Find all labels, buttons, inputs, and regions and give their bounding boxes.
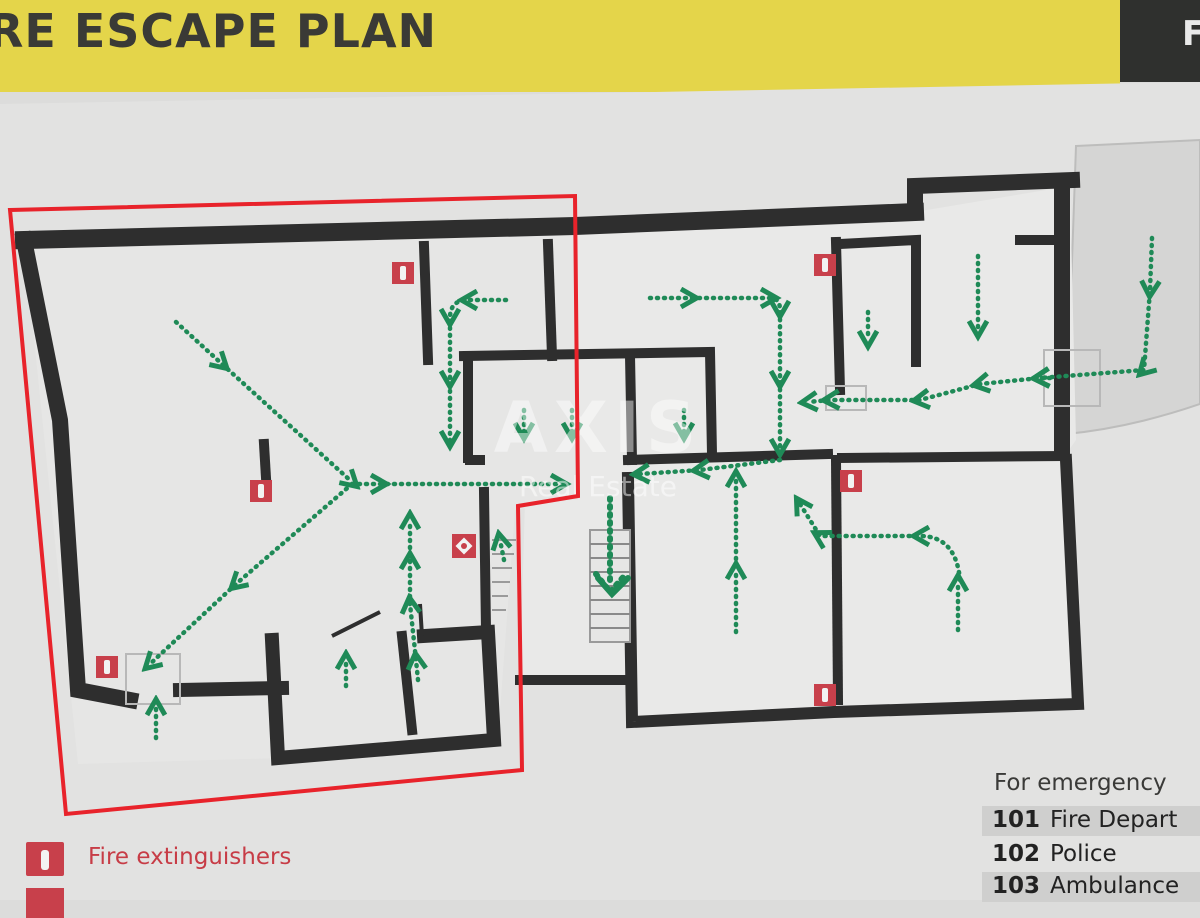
emergency-title: For emergency xyxy=(994,770,1167,796)
contact-service: Police xyxy=(1050,841,1117,867)
fire-extinguisher-icon xyxy=(96,656,118,678)
contact-service: Fire Depart xyxy=(1050,807,1178,833)
route-diagonal-bottom xyxy=(150,481,355,664)
fire-alarm-icon xyxy=(452,534,476,558)
contact-number: 103 xyxy=(992,873,1041,899)
route-annex xyxy=(1040,235,1152,378)
page-title: RE ESCAPE PLAN xyxy=(0,4,438,58)
route-stairs-down xyxy=(500,540,504,563)
fire-extinguisher-icon xyxy=(814,684,836,706)
contact-service: Ambulance xyxy=(1050,873,1180,899)
contact-row: 101 Fire Depart xyxy=(982,806,1200,836)
annex-area xyxy=(1064,138,1200,436)
route-diagonal-top xyxy=(173,319,352,482)
contact-row: 102 Police xyxy=(982,840,1200,870)
fire-extinguisher-icon xyxy=(392,262,414,284)
fire-alarm-icon xyxy=(26,888,64,918)
title-banner: RE ESCAPE PLAN xyxy=(0,0,1120,92)
route-upper-right xyxy=(647,298,780,448)
contact-number: 101 xyxy=(992,807,1041,833)
contact-row: 103 Ambulance xyxy=(982,872,1200,902)
escape-routes xyxy=(150,235,1152,741)
route-curve-right xyxy=(800,504,963,583)
exit-arrow-head xyxy=(595,575,631,599)
route-top-room xyxy=(450,300,509,440)
emergency-contacts: For emergency 101 Fire Depart 102 Police… xyxy=(982,770,1200,902)
fire-extinguisher-icon xyxy=(814,254,836,276)
watermark-brand: AXIS xyxy=(494,387,703,469)
route-lower-room-right xyxy=(410,604,418,683)
route-corridor-right xyxy=(640,457,783,474)
corner-panel xyxy=(1120,0,1200,82)
fire-extinguisher-icon xyxy=(26,842,64,876)
fire-extinguisher-icon xyxy=(250,480,272,502)
legend-label: Fire extinguishers xyxy=(88,844,292,870)
watermark-sub: Real Estate xyxy=(519,470,677,503)
corner-letter: F xyxy=(1182,14,1200,54)
highlight-outline xyxy=(7,193,581,817)
contact-number: 102 xyxy=(992,841,1041,867)
fire-extinguisher-icon xyxy=(840,470,862,492)
